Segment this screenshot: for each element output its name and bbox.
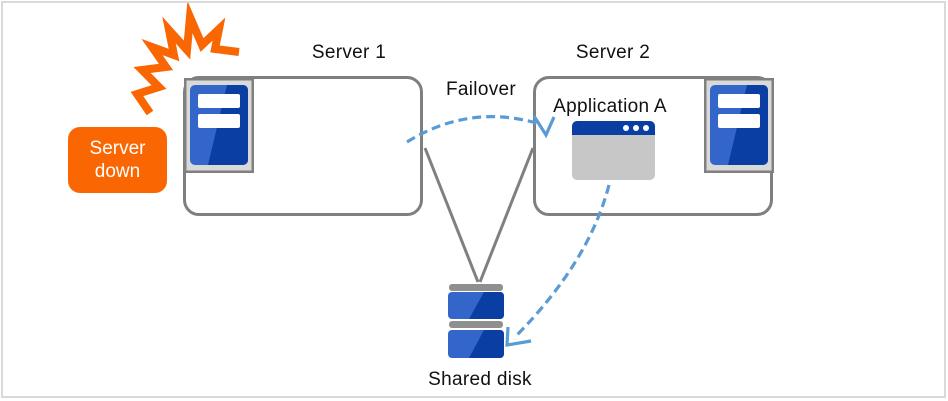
server1-label: Server 1 bbox=[311, 42, 387, 63]
server-down-badge: Server down bbox=[68, 127, 167, 193]
failover-label: Failover bbox=[446, 79, 516, 100]
shared-disk-icon bbox=[448, 284, 504, 358]
application-label: Application A bbox=[553, 96, 667, 117]
server1-box bbox=[183, 76, 423, 216]
connector-server2-to-disk bbox=[478, 147, 535, 283]
server2-label: Server 2 bbox=[575, 42, 651, 63]
failover-arrow bbox=[406, 115, 556, 144]
server-down-label: Server down bbox=[89, 138, 146, 182]
connector-server1-to-disk bbox=[423, 147, 480, 283]
shared-disk-label: Shared disk bbox=[428, 369, 532, 390]
